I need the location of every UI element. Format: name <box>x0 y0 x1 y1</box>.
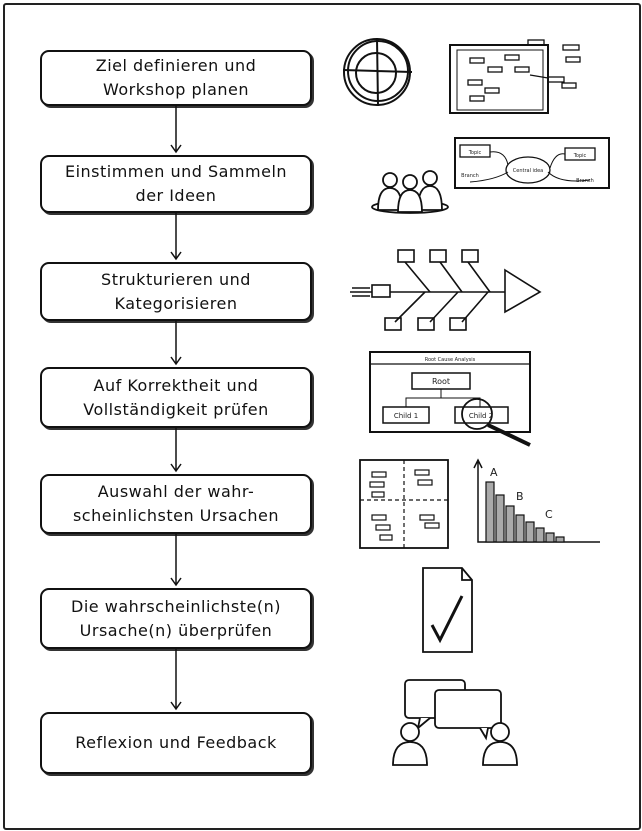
step-text: Ziel definieren und <box>95 56 257 75</box>
checked-document-icon <box>422 567 473 653</box>
pareto-label-b: B <box>516 490 524 503</box>
arrow-down-icon <box>170 533 182 587</box>
fishbone-diagram-icon <box>350 249 542 331</box>
step-text: Vollständigkeit prüfen <box>83 399 269 419</box>
arrow-down-icon <box>170 427 182 473</box>
mindmap-topic-left: Topic <box>468 150 482 156</box>
step-select-causes[interactable]: Auswahl der wahr-scheinlichsten Ursachen <box>40 474 312 534</box>
step-text: scheinlichsten Ursachen <box>72 506 280 525</box>
people-group-icon <box>371 170 449 214</box>
step-check-causes[interactable]: Die wahrscheinlichste(n) Ursache(n) überp… <box>40 588 312 649</box>
root-cause-diagram <box>369 351 531 447</box>
step-text: Reflexion und Feedback <box>75 733 277 752</box>
child-node-1: Child 1 <box>394 412 418 420</box>
child-node-2: Child 2 <box>469 412 493 420</box>
root-cause-title: Root Cause Analysis <box>425 357 476 363</box>
target-sketch-icon <box>342 37 413 107</box>
flow-arrows <box>170 105 182 711</box>
magnifier-icon <box>461 398 493 430</box>
mindmap-sketch <box>454 137 610 189</box>
step-text: Workshop planen <box>102 80 250 99</box>
planning-board-icon <box>449 39 581 114</box>
step-reflection[interactable]: Reflexion und Feedback <box>40 712 312 774</box>
step-text: Auswahl der wahr- <box>97 482 255 501</box>
step-text: der Ideen <box>135 186 217 205</box>
arrow-down-icon <box>170 320 182 366</box>
discussion-icon <box>392 679 518 766</box>
mindmap-branch-left: Branch <box>461 173 479 179</box>
step-text: Ursache(n) überprüfen <box>79 620 273 640</box>
pareto-label-c: C <box>545 508 553 521</box>
step-text: Auf Korrektheit und <box>93 375 259 395</box>
mindmap-center: Central idea <box>513 168 544 174</box>
step-text: Einstimmen und Sammeln <box>64 162 288 181</box>
arrow-down-icon <box>170 212 182 261</box>
priority-matrix-icon <box>359 459 449 549</box>
pareto-label-a: A <box>490 466 498 479</box>
mindmap-branch-right: Branch <box>576 178 594 184</box>
step-text: Strukturieren und <box>101 269 251 289</box>
arrow-down-icon <box>170 105 182 154</box>
mindmap-topic-right: Topic <box>573 153 587 159</box>
step-text: Kategorisieren <box>114 293 238 313</box>
page-frame <box>3 3 641 830</box>
pareto-chart-icon <box>473 458 600 543</box>
root-node: Root <box>432 377 450 386</box>
arrow-down-icon <box>170 648 182 711</box>
step-text: Die wahrscheinlichste(n) <box>71 596 281 616</box>
